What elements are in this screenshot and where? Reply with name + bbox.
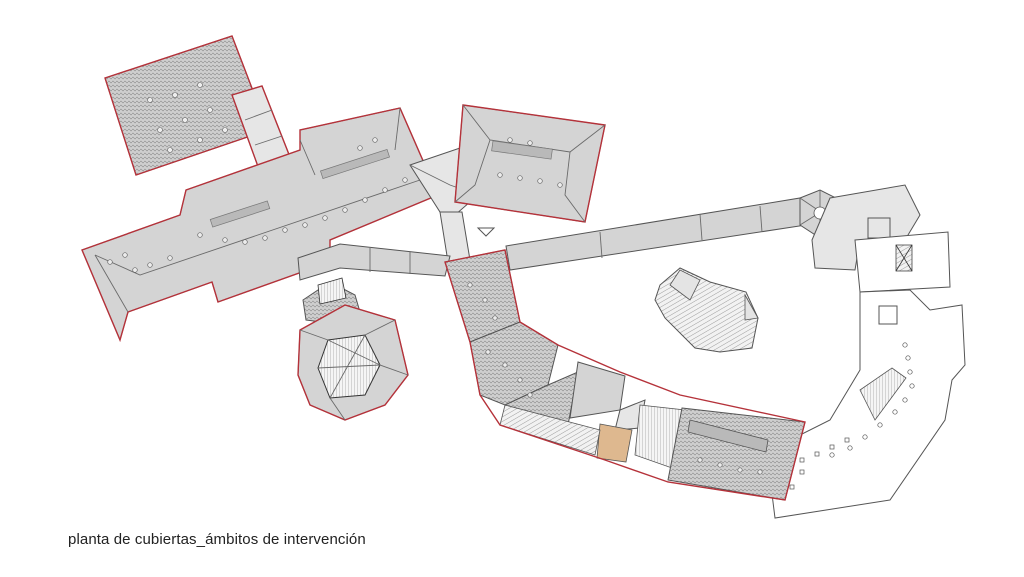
drawing-caption: planta de cubiertas_ámbitos de intervenc…: [68, 531, 366, 548]
roof-block-south-wing: [444, 249, 806, 501]
roof-block-east-complex: [811, 184, 951, 293]
intervention-highlight: [596, 423, 633, 463]
roof-tower-octagon: [297, 277, 409, 421]
roof-block-main-wing: [81, 107, 439, 343]
roof-block-northeast: [454, 104, 606, 223]
roof-block-curved-wing: [769, 289, 966, 519]
roof-block-chapel-courtyard: [654, 267, 759, 353]
north-arrow-icon: [476, 227, 496, 237]
